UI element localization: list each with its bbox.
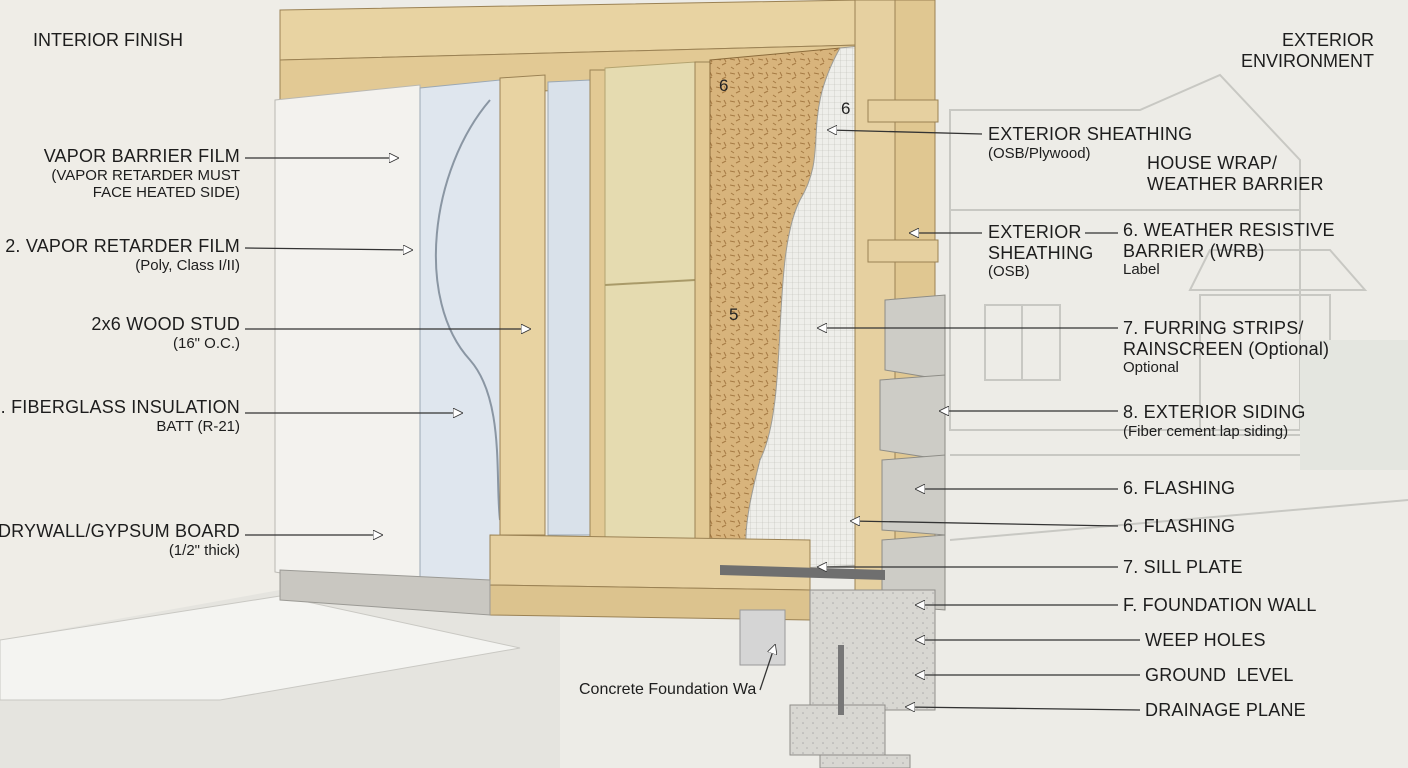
label-drywall: 1. DRYWALL/GYPSUM BOARD (1/2" thick) — [0, 521, 240, 559]
label-exterior-sheathing-osb: EXTERIOR SHEATHING (OSB) — [988, 222, 1094, 281]
label-drainage-plane: DRAINAGE PLANE — [1145, 700, 1306, 720]
label-vapor-retarder-film: 2. VAPOR RETARDER FILM (Poly, Class I/II… — [5, 236, 240, 274]
label-flashing-2: 6. FLASHING — [1123, 516, 1236, 536]
callout-number-6b: 6 — [841, 99, 851, 118]
exterior-environment-header: EXTERIOR ENVIRONMENT — [1240, 30, 1374, 71]
label-weather-resistive-barrier: 6. WEATHER RESISTIVE BARRIER (WRB) Label — [1123, 220, 1335, 279]
background-house — [949, 73, 1408, 541]
label-sill-plate: 7. SILL PLATE — [1123, 557, 1243, 577]
label-concrete-foundation: Concrete Foundation Wa — [579, 681, 757, 698]
label-fiberglass-insulation: 4. FIBERGLASS INSULATION BATT (R-21) — [0, 397, 240, 435]
label-weep-holes: WEEP HOLES — [1145, 630, 1266, 650]
label-house-wrap: HOUSE WRAP/ WEATHER BARRIER — [1147, 153, 1324, 194]
callout-number-5: 5 — [729, 305, 739, 324]
label-furring-strips: 7. FURRING STRIPS/ RAINSCREEN (Optional)… — [1123, 318, 1330, 377]
label-foundation-wall: F. FOUNDATION WALL — [1123, 595, 1317, 615]
label-wood-stud: 2x6 WOOD STUD (16" O.C.) — [91, 314, 240, 352]
callout-number-6a: 6 — [719, 76, 729, 95]
label-flashing-1: 6. FLASHING — [1123, 478, 1236, 498]
interior-finish-header: INTERIOR FINISH — [33, 30, 184, 50]
label-exterior-sheathing-osb-plywood: EXTERIOR SHEATHING (OSB/Plywood) — [988, 124, 1193, 162]
label-exterior-siding: 8. EXTERIOR SIDING (Fiber cement lap sid… — [1123, 402, 1306, 440]
label-vapor-barrier-film: VAPOR BARRIER FILM (VAPOR RETARDER MUST … — [43, 146, 240, 201]
label-ground-level: GROUND LEVEL — [1145, 665, 1294, 685]
